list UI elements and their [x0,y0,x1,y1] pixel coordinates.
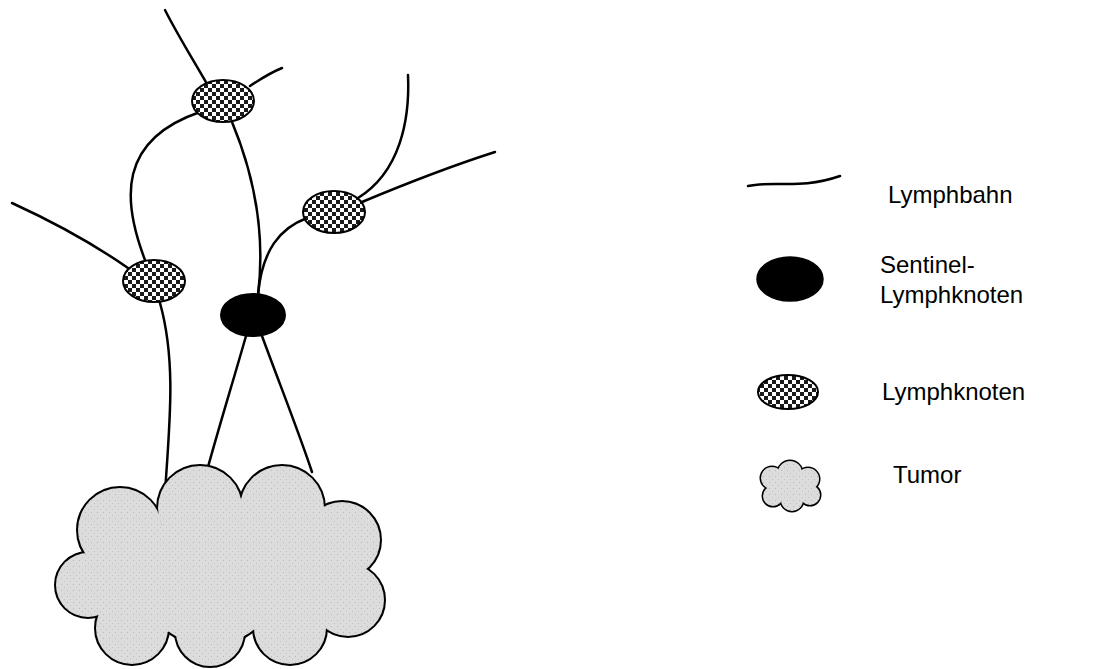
legend-label: Lymphknoten [882,377,1082,407]
lymph-vessels [12,10,495,492]
legend-swatch-shape [757,257,823,301]
lymph-nodes [123,80,365,336]
legend-samples [748,176,840,511]
tumor-cloud [56,466,384,666]
legend-label: Sentinel- Lymphknoten [880,250,1080,310]
legend-swatch [754,254,826,304]
legend-label: Lymphbahn [888,180,1088,210]
legend-label: Tumor [893,460,1093,490]
